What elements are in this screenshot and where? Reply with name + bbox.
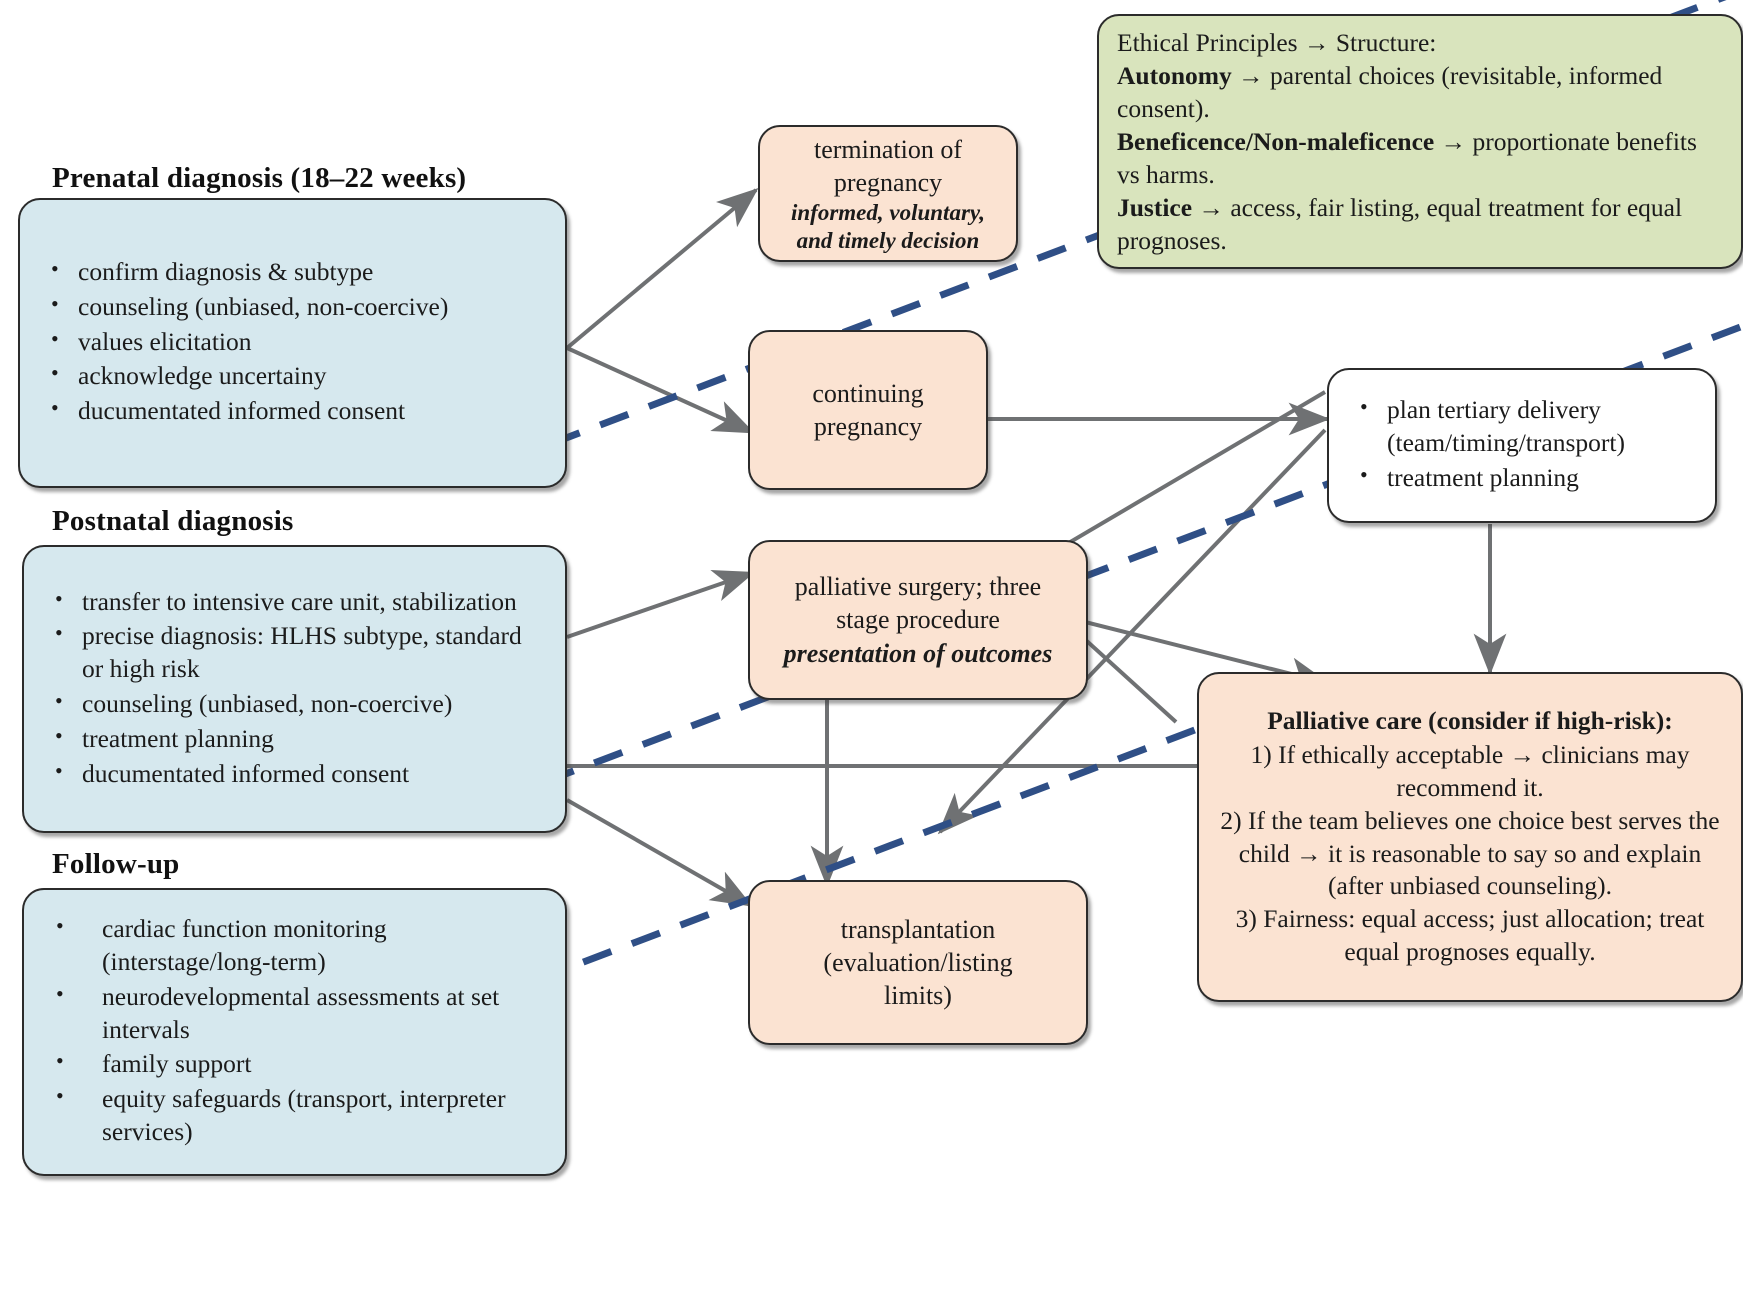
list-item: family support [56, 1047, 539, 1081]
followup-list: cardiac function monitoring (interstage/… [24, 912, 565, 1150]
edge-postnatal-to-transplantation [566, 798, 753, 907]
edge-postnatal-to-palliative-surgery [566, 570, 756, 639]
transplantation-box[interactable]: transplantation (evaluation/listing limi… [748, 880, 1088, 1045]
ethics-beneficence-text: → proportionate benefits vs harms. [1117, 126, 1697, 190]
palliative-care-item-1: 1) If ethically acceptable → clinicians … [1250, 739, 1690, 802]
termination-of-pregnancy-box[interactable]: termination of pregnancy informed, volun… [758, 125, 1018, 262]
postnatal-list: transfer to intensive care unit, stabili… [24, 585, 565, 793]
edge-prenatal-to-continuing [566, 346, 755, 434]
list-item: transfer to intensive care unit, stabili… [55, 585, 539, 619]
list-item: neurodevelopmental assessments at set in… [56, 980, 539, 1047]
transplantation-line1: transplantation [840, 914, 996, 944]
list-item: acknowledge uncertainy [51, 359, 539, 393]
tertiary-list: plan tertiary delivery (team/timing/tran… [1329, 393, 1715, 496]
list-item: values elicitation [51, 325, 539, 359]
ethics-justice-text: → access, fair listing, equal treatment … [1117, 193, 1683, 256]
palliative-care-text: Palliative care (consider if high-risk):… [1199, 705, 1741, 969]
ethics-text: Ethical Principles → Structure: Autonomy… [1099, 26, 1741, 258]
list-item: treatment planning [55, 722, 539, 756]
prenatal-list: confirm diagnosis & subtype counseling (… [20, 255, 565, 430]
palliative-care-box[interactable]: Palliative care (consider if high-risk):… [1197, 672, 1743, 1002]
plan-tertiary-delivery-box[interactable]: plan tertiary delivery (team/timing/tran… [1327, 368, 1717, 523]
list-item: treatment planning [1360, 461, 1689, 495]
list-item: cardiac function monitoring (interstage/… [56, 912, 539, 979]
palliative-care-item-3: 3) Fairness: equal access; just allocati… [1235, 904, 1705, 967]
palliative-care-item-2: 2) If the team believes one choice best … [1220, 805, 1720, 901]
termination-italic1: informed, voluntary, [790, 199, 986, 225]
ethics-beneficence-label: Beneficence/Non-maleficence [1117, 126, 1435, 156]
termination-text: termination of pregnancy informed, volun… [760, 133, 1016, 254]
ethics-line1: Ethical Principles → Structure: [1117, 27, 1437, 57]
continuing-pregnancy-box[interactable]: continuing pregnancy [748, 330, 988, 490]
ethics-justice-label: Justice [1117, 193, 1193, 223]
continuing-label: continuing pregnancy [812, 378, 924, 441]
prenatal-diagnosis-box[interactable]: confirm diagnosis & subtype counseling (… [18, 198, 567, 488]
prenatal-section-title: Prenatal diagnosis (18–22 weeks) [52, 162, 467, 194]
termination-italic2: and timely decision [796, 227, 980, 253]
followup-box[interactable]: cardiac function monitoring (interstage/… [22, 888, 567, 1176]
transplantation-line2: (evaluation/listing [823, 947, 1013, 977]
palliative-surgery-box[interactable]: palliative surgery; three stage procedur… [748, 540, 1088, 700]
transplantation-line3: limits) [884, 981, 952, 1010]
list-item: ducumentated informed consent [51, 394, 539, 428]
list-item: ducumentated informed consent [55, 757, 539, 791]
termination-line1: termination of [813, 134, 962, 164]
edge-prenatal-to-termination [565, 187, 759, 350]
ethics-autonomy-label: Autonomy [1117, 60, 1232, 90]
transplantation-text: transplantation (evaluation/listing limi… [750, 913, 1086, 1012]
list-item: counseling (unbiased, non-coercive) [51, 290, 539, 324]
palliative-surgery-line1: palliative surgery; three [794, 572, 1042, 602]
list-item: counseling (unbiased, non-coercive) [55, 687, 539, 721]
palliative-surgery-line2: stage procedure [836, 605, 1000, 635]
termination-line2: pregnancy [833, 167, 943, 197]
postnatal-diagnosis-box[interactable]: transfer to intensive care unit, stabili… [22, 545, 567, 833]
followup-section-title: Follow-up [52, 848, 180, 880]
list-item: confirm diagnosis & subtype [51, 255, 539, 289]
palliative-surgery-italic: presentation of outcomes [783, 638, 1053, 668]
ethics-autonomy-text: → parental choices (revisitable, informe… [1117, 60, 1663, 123]
list-item: equity safeguards (transport, interprete… [56, 1082, 539, 1149]
list-item: plan tertiary delivery (team/timing/tran… [1360, 393, 1689, 460]
postnatal-section-title: Postnatal diagnosis [52, 505, 294, 537]
list-item: precise diagnosis: HLHS subtype, standar… [55, 619, 539, 686]
palliative-care-heading: Palliative care (consider if high-risk): [1267, 705, 1673, 735]
palliative-surgery-text: palliative surgery; three stage procedur… [750, 570, 1086, 669]
ethical-principles-box[interactable]: Ethical Principles → Structure: Autonomy… [1097, 14, 1743, 269]
